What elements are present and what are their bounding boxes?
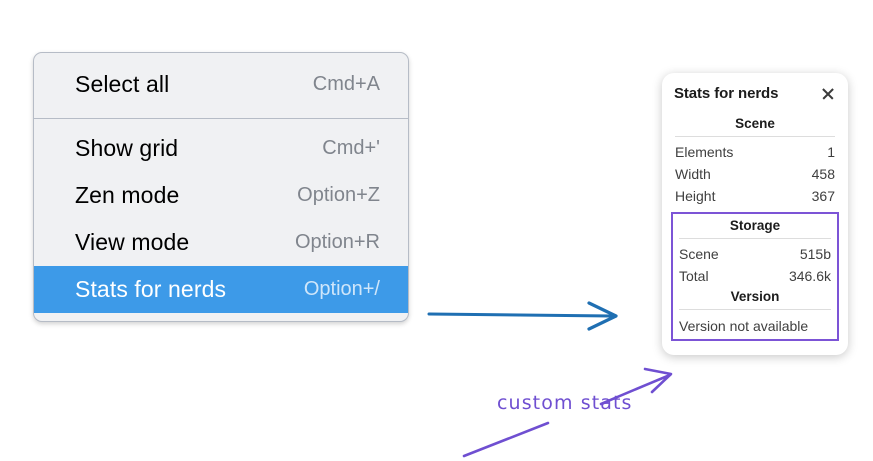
- section-heading: Storage: [729, 218, 781, 233]
- section-heading: Scene: [735, 116, 775, 131]
- panel-title: Stats for nerds: [674, 85, 779, 102]
- menu-item-shortcut: Cmd+': [322, 137, 380, 159]
- menu-item-label: Show grid: [75, 135, 179, 161]
- menu-item-show-grid[interactable]: Show grid Cmd+': [34, 125, 408, 172]
- menu-item-shortcut: Cmd+A: [312, 73, 380, 95]
- version-status-text: Version not available: [679, 318, 809, 334]
- flow-arrow-icon: [427, 301, 618, 331]
- stats-section-scene: Scene Elements 1 Width 458 Height 367: [673, 114, 837, 207]
- stat-key: Height: [675, 188, 716, 204]
- stat-key: Scene: [679, 246, 719, 262]
- menu-item-label: Select all: [75, 71, 170, 97]
- menu-item-view-mode[interactable]: View mode Option+R: [34, 219, 408, 266]
- stat-key: Total: [679, 268, 709, 284]
- menu-item-shortcut: Option+/: [303, 278, 380, 300]
- stat-row: Height 367: [673, 185, 837, 207]
- stat-key: Width: [675, 166, 711, 182]
- context-menu-group-2: Show grid Cmd+' Zen mode Option+Z View m…: [34, 119, 408, 321]
- section-divider: [679, 309, 831, 310]
- menu-item-shortcut: Option+Z: [297, 184, 380, 206]
- handwritten-annotation-label: custom stats: [497, 392, 633, 414]
- stat-value: 1: [827, 144, 835, 160]
- stat-value: 515b: [799, 246, 831, 262]
- stat-value: 458: [811, 166, 835, 182]
- handwriting-underline-stroke: [462, 421, 550, 458]
- menu-item-label: View mode: [75, 229, 190, 255]
- menu-item-select-all[interactable]: Select all Cmd+A: [34, 61, 408, 108]
- stat-row: Elements 1: [673, 141, 837, 163]
- stats-panel-header: Stats for nerds: [673, 85, 837, 102]
- section-heading: Version: [730, 289, 780, 304]
- menu-item-label: Stats for nerds: [75, 276, 227, 302]
- stat-key: Elements: [675, 144, 734, 160]
- menu-item-label: Zen mode: [75, 182, 180, 208]
- stat-value: 367: [811, 188, 835, 204]
- section-divider: [675, 136, 835, 137]
- stat-row: Width 458: [673, 163, 837, 185]
- close-icon[interactable]: [820, 86, 836, 102]
- stat-row: Total 346.6k: [677, 265, 833, 287]
- canvas-context-menu[interactable]: Select all Cmd+A Show grid Cmd+' Zen mod…: [33, 52, 409, 322]
- stat-value: 346.6k: [788, 268, 831, 284]
- stat-row: Scene 515b: [677, 243, 833, 265]
- stats-for-nerds-panel: Stats for nerds Scene Elements 1 Width 4…: [662, 73, 848, 355]
- section-divider: [679, 238, 831, 239]
- context-menu-group-1: Select all Cmd+A: [34, 53, 408, 119]
- custom-stats-section: Storage Scene 515b Total 346.6k Version …: [671, 212, 839, 341]
- menu-item-stats-for-nerds[interactable]: Stats for nerds Option+/: [34, 266, 408, 313]
- menu-item-shortcut: Option+R: [294, 231, 380, 253]
- menu-item-zen-mode[interactable]: Zen mode Option+Z: [34, 172, 408, 219]
- stats-section-version: Version Version not available: [677, 287, 833, 335]
- stats-section-storage: Storage Scene 515b Total 346.6k: [677, 216, 833, 287]
